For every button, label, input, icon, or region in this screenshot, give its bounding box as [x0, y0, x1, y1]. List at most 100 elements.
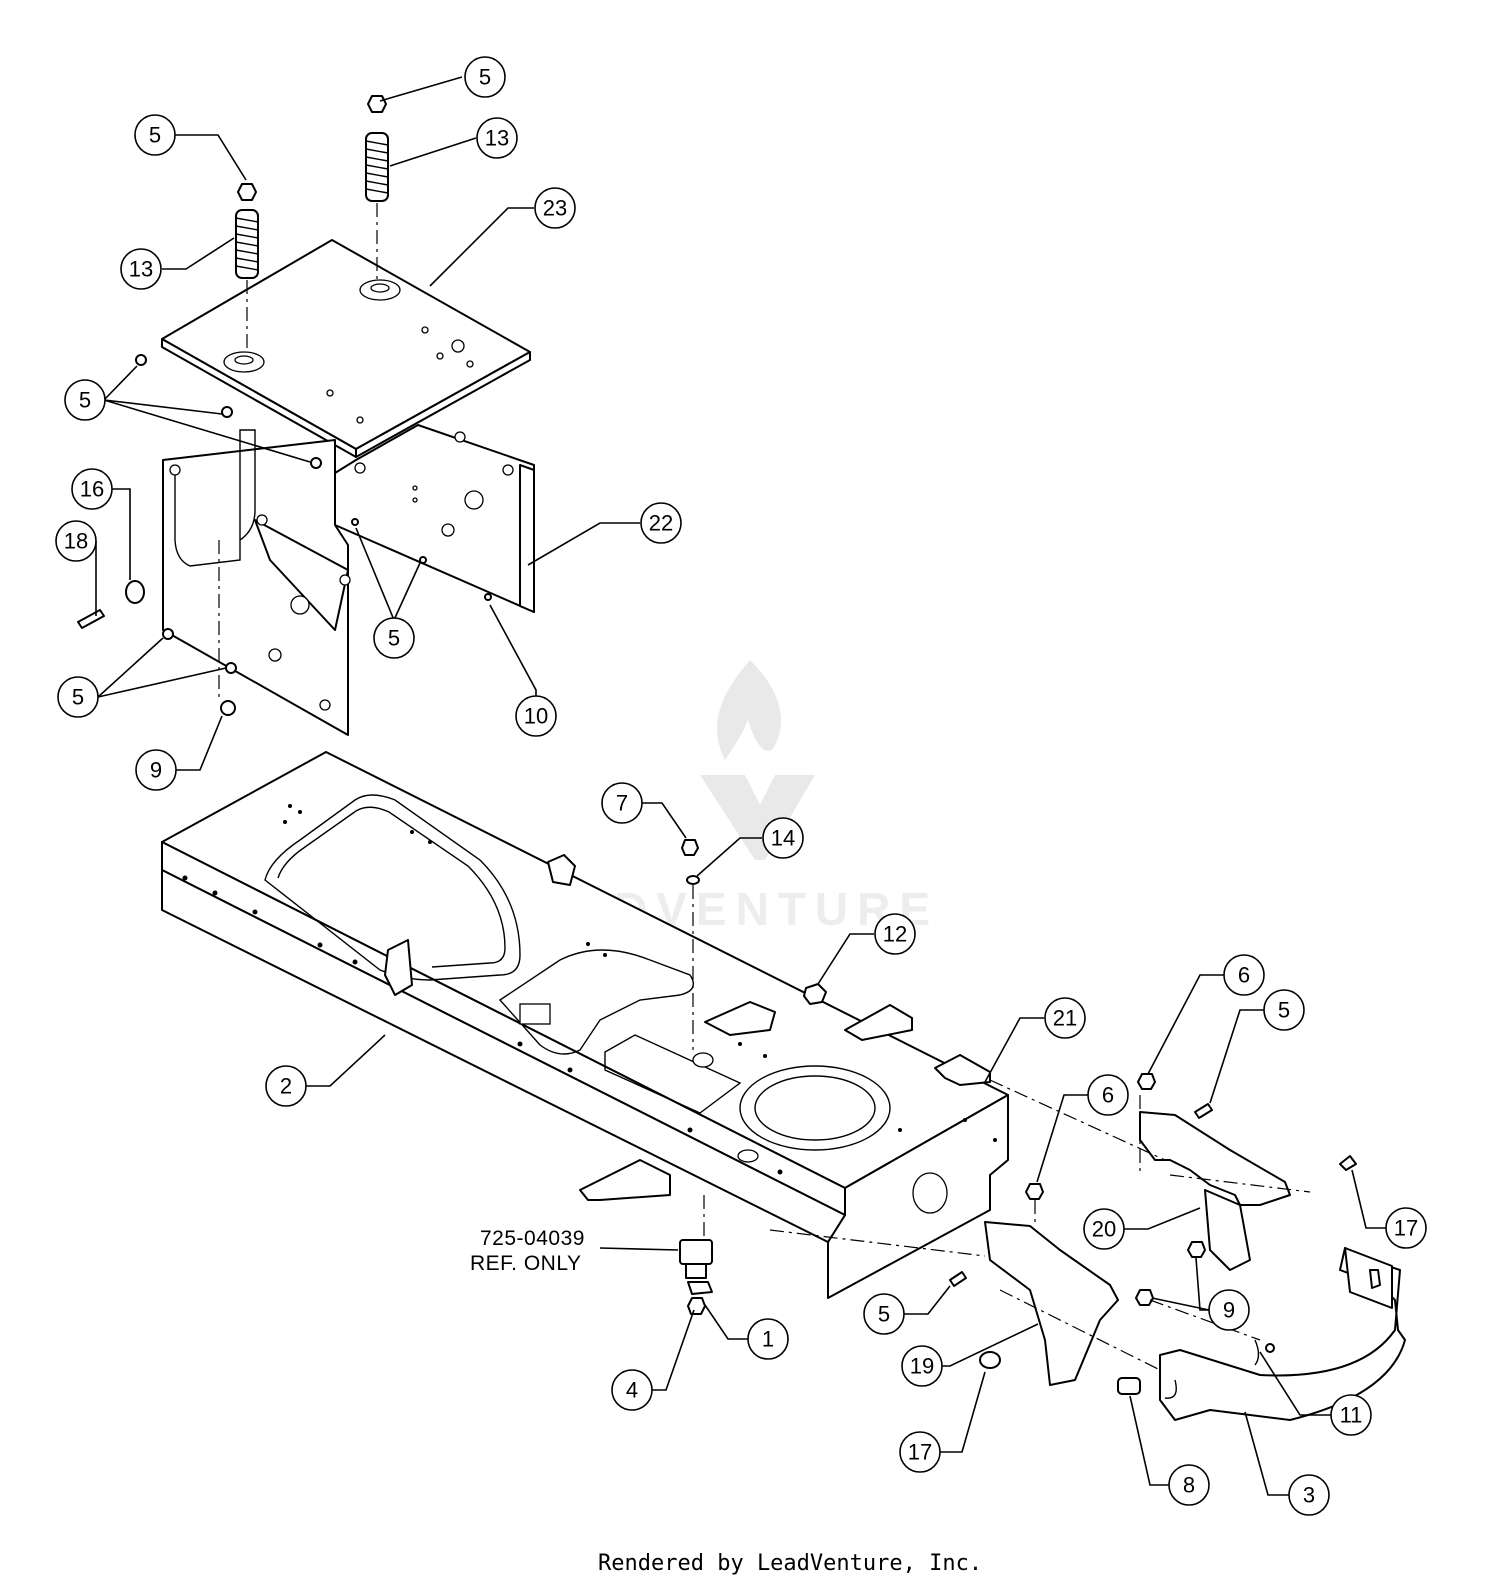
callout-4: 4	[611, 1369, 653, 1411]
callout-23: 23	[534, 187, 576, 229]
callout-21: 21	[1044, 997, 1086, 1039]
svg-text:5: 5	[79, 388, 91, 413]
callout-9b: 9	[1208, 1289, 1250, 1331]
svg-text:5: 5	[878, 1302, 890, 1327]
callout-5b: 5	[134, 114, 176, 156]
spring-left	[235, 209, 259, 279]
callout-6b: 6	[1087, 1074, 1129, 1116]
callout-18: 18	[55, 520, 97, 562]
svg-text:13: 13	[485, 126, 509, 151]
svg-text:19: 19	[910, 1354, 934, 1379]
frame-rail	[161, 869, 846, 1243]
svg-text:13: 13	[129, 257, 153, 282]
callout-9a: 9	[135, 749, 177, 791]
seat-plate-side	[355, 351, 531, 458]
switch-clip	[687, 1281, 713, 1295]
svg-text:5: 5	[72, 685, 84, 710]
svg-text:23: 23	[543, 196, 567, 221]
nut-12	[803, 983, 827, 1005]
seat-bracket-front	[162, 439, 349, 736]
footer-credit: Rendered by LeadVenture, Inc.	[598, 1551, 982, 1576]
svg-text:2: 2	[280, 1074, 292, 1099]
callout-20: 20	[1083, 1208, 1125, 1250]
svg-text:5: 5	[149, 123, 161, 148]
flame-logo-icon	[717, 660, 781, 760]
callout-1: 1	[747, 1318, 789, 1360]
svg-text:9: 9	[150, 758, 162, 783]
svg-text:8: 8	[1183, 1473, 1195, 1498]
callout-16: 16	[71, 468, 113, 510]
callout-7: 7	[601, 782, 643, 824]
ref-part-note: REF. ONLY	[470, 1252, 581, 1275]
svg-text:12: 12	[883, 922, 907, 947]
callout-13a: 13	[476, 117, 518, 159]
callout-11: 11	[1330, 1394, 1372, 1436]
svg-text:16: 16	[80, 477, 104, 502]
svg-text:3: 3	[1303, 1483, 1315, 1508]
svg-text:14: 14	[771, 826, 795, 851]
v-logo-icon	[700, 775, 815, 860]
bolt	[77, 609, 105, 629]
svg-text:17: 17	[1394, 1216, 1418, 1241]
svg-text:20: 20	[1092, 1217, 1116, 1242]
callout-2: 2	[265, 1065, 307, 1107]
right-foot-bracket	[844, 1004, 913, 1041]
callout-5g: 5	[863, 1293, 905, 1335]
callout-5e: 5	[57, 676, 99, 718]
callout-14: 14	[762, 817, 804, 859]
switch-body	[679, 1239, 713, 1265]
seat-plate	[161, 239, 531, 450]
callout-10: 10	[515, 695, 557, 737]
callout-19: 19	[901, 1345, 943, 1387]
main-frame	[161, 751, 1009, 1299]
svg-text:5: 5	[479, 65, 491, 90]
bumper-bracket-lower	[984, 1221, 1119, 1386]
ref-part-number: 725-04039	[480, 1227, 585, 1250]
svg-text:10: 10	[524, 704, 548, 729]
callout-13b: 13	[120, 248, 162, 290]
spacer	[125, 580, 145, 604]
frame-seat-pocket	[498, 949, 694, 1055]
frame-tab	[934, 1054, 991, 1086]
leader-lines	[95, 76, 1386, 1496]
frame-pedal-slot	[604, 1034, 742, 1114]
callout-8: 8	[1168, 1464, 1210, 1506]
seat-bracket-gusset	[254, 519, 349, 631]
callout-5d: 5	[373, 617, 415, 659]
seat-mount-assembly	[77, 95, 535, 736]
svg-text:21: 21	[1053, 1006, 1077, 1031]
svg-text:5: 5	[1278, 998, 1290, 1023]
svg-text:4: 4	[626, 1378, 638, 1403]
front-bumper-assembly	[769, 1073, 1406, 1421]
callout-12: 12	[874, 913, 916, 955]
svg-text:7: 7	[616, 791, 628, 816]
small-hardware	[679, 839, 827, 1315]
callout-17a: 17	[1385, 1207, 1427, 1249]
svg-text:11: 11	[1340, 1403, 1363, 1428]
frame-clip	[547, 854, 576, 886]
svg-text:22: 22	[649, 511, 673, 536]
frame-opening	[264, 794, 521, 981]
callout-17b: 17	[899, 1431, 941, 1473]
callout-5a: 5	[464, 56, 506, 98]
seat-bracket-rear-flange	[519, 464, 535, 613]
left-foot-bracket	[579, 1159, 671, 1201]
bumper-bracket-plate-20	[1204, 1189, 1251, 1271]
callout-5f: 5	[1263, 989, 1305, 1031]
bumper-bracket-upper	[1139, 1111, 1291, 1206]
frame-steering-ring	[739, 1065, 891, 1151]
svg-text:18: 18	[64, 529, 88, 554]
svg-text:9: 9	[1223, 1298, 1235, 1323]
svg-text:1: 1	[762, 1327, 774, 1352]
callout-22: 22	[640, 502, 682, 544]
frame-hook-front	[384, 939, 413, 996]
callout-5c: 5	[64, 379, 106, 421]
center-plate	[704, 1001, 776, 1036]
svg-text:6: 6	[1102, 1083, 1114, 1108]
callout-3: 3	[1288, 1474, 1330, 1516]
svg-text:6: 6	[1238, 963, 1250, 988]
svg-text:17: 17	[908, 1440, 932, 1465]
spring-right	[365, 132, 389, 202]
svg-text:5: 5	[388, 626, 400, 651]
